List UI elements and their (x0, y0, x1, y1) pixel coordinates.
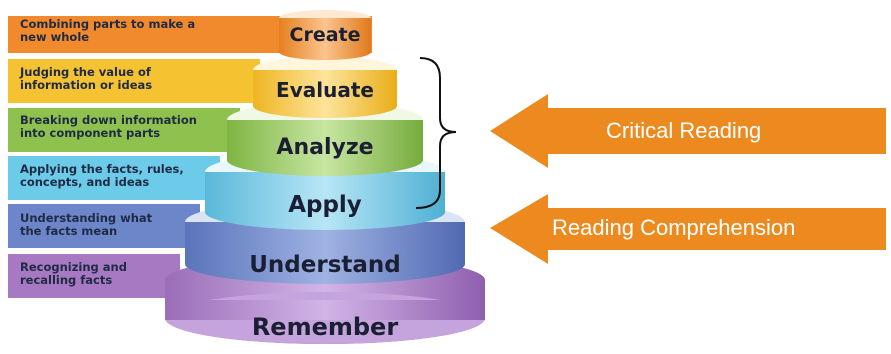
critical-reading-arrow (490, 94, 886, 168)
tier-label-apply: Apply (288, 192, 362, 218)
desc-analyze: Breaking down information into component… (20, 114, 197, 140)
tier-create (279, 10, 371, 60)
tier-evaluate (253, 56, 397, 118)
desc-remember-line-2: recalling facts (20, 273, 113, 287)
tier-label-understand: Understand (249, 252, 401, 278)
banner-remember (8, 254, 180, 298)
bracket (415, 57, 457, 209)
reading-comprehension-arrow (490, 194, 886, 264)
critical-reading-label: Critical Reading (606, 118, 762, 143)
desc-remember: Recognizing and recalling facts (20, 261, 127, 287)
banner-evaluate (8, 59, 260, 103)
desc-create: Combining parts to make a new whole (20, 18, 195, 44)
desc-apply-line-1: Applying the facts, rules, (20, 162, 184, 176)
reading-comprehension-label: Reading Comprehension (552, 215, 796, 240)
desc-evaluate-line-2: information or ideas (20, 78, 153, 92)
desc-understand: Understanding what the facts mean (20, 212, 152, 238)
tier-label-evaluate: Evaluate (276, 78, 374, 102)
tier-label-create: Create (289, 24, 361, 46)
banner-analyze (8, 108, 240, 152)
desc-analyze-line-2: into component parts (20, 126, 161, 140)
banner-understand (8, 204, 200, 248)
tier-label-remember: Remember (251, 313, 399, 341)
desc-apply-line-2: concepts, and ideas (20, 175, 150, 189)
desc-create-line-2: new whole (20, 30, 90, 44)
desc-create-line-1: Combining parts to make a (20, 17, 196, 31)
desc-understand-line-1: Understanding what (20, 211, 153, 225)
desc-evaluate: Judging the value of information or idea… (20, 66, 152, 92)
desc-analyze-line-1: Breaking down information (20, 113, 197, 127)
desc-remember-line-1: Recognizing and (20, 260, 127, 274)
tier-label-analyze: Analyze (276, 135, 374, 160)
desc-evaluate-line-1: Judging the value of (20, 65, 151, 79)
desc-understand-line-2: the facts mean (20, 224, 118, 238)
banner-apply (8, 156, 220, 200)
desc-apply: Applying the facts, rules, concepts, and… (20, 163, 184, 189)
